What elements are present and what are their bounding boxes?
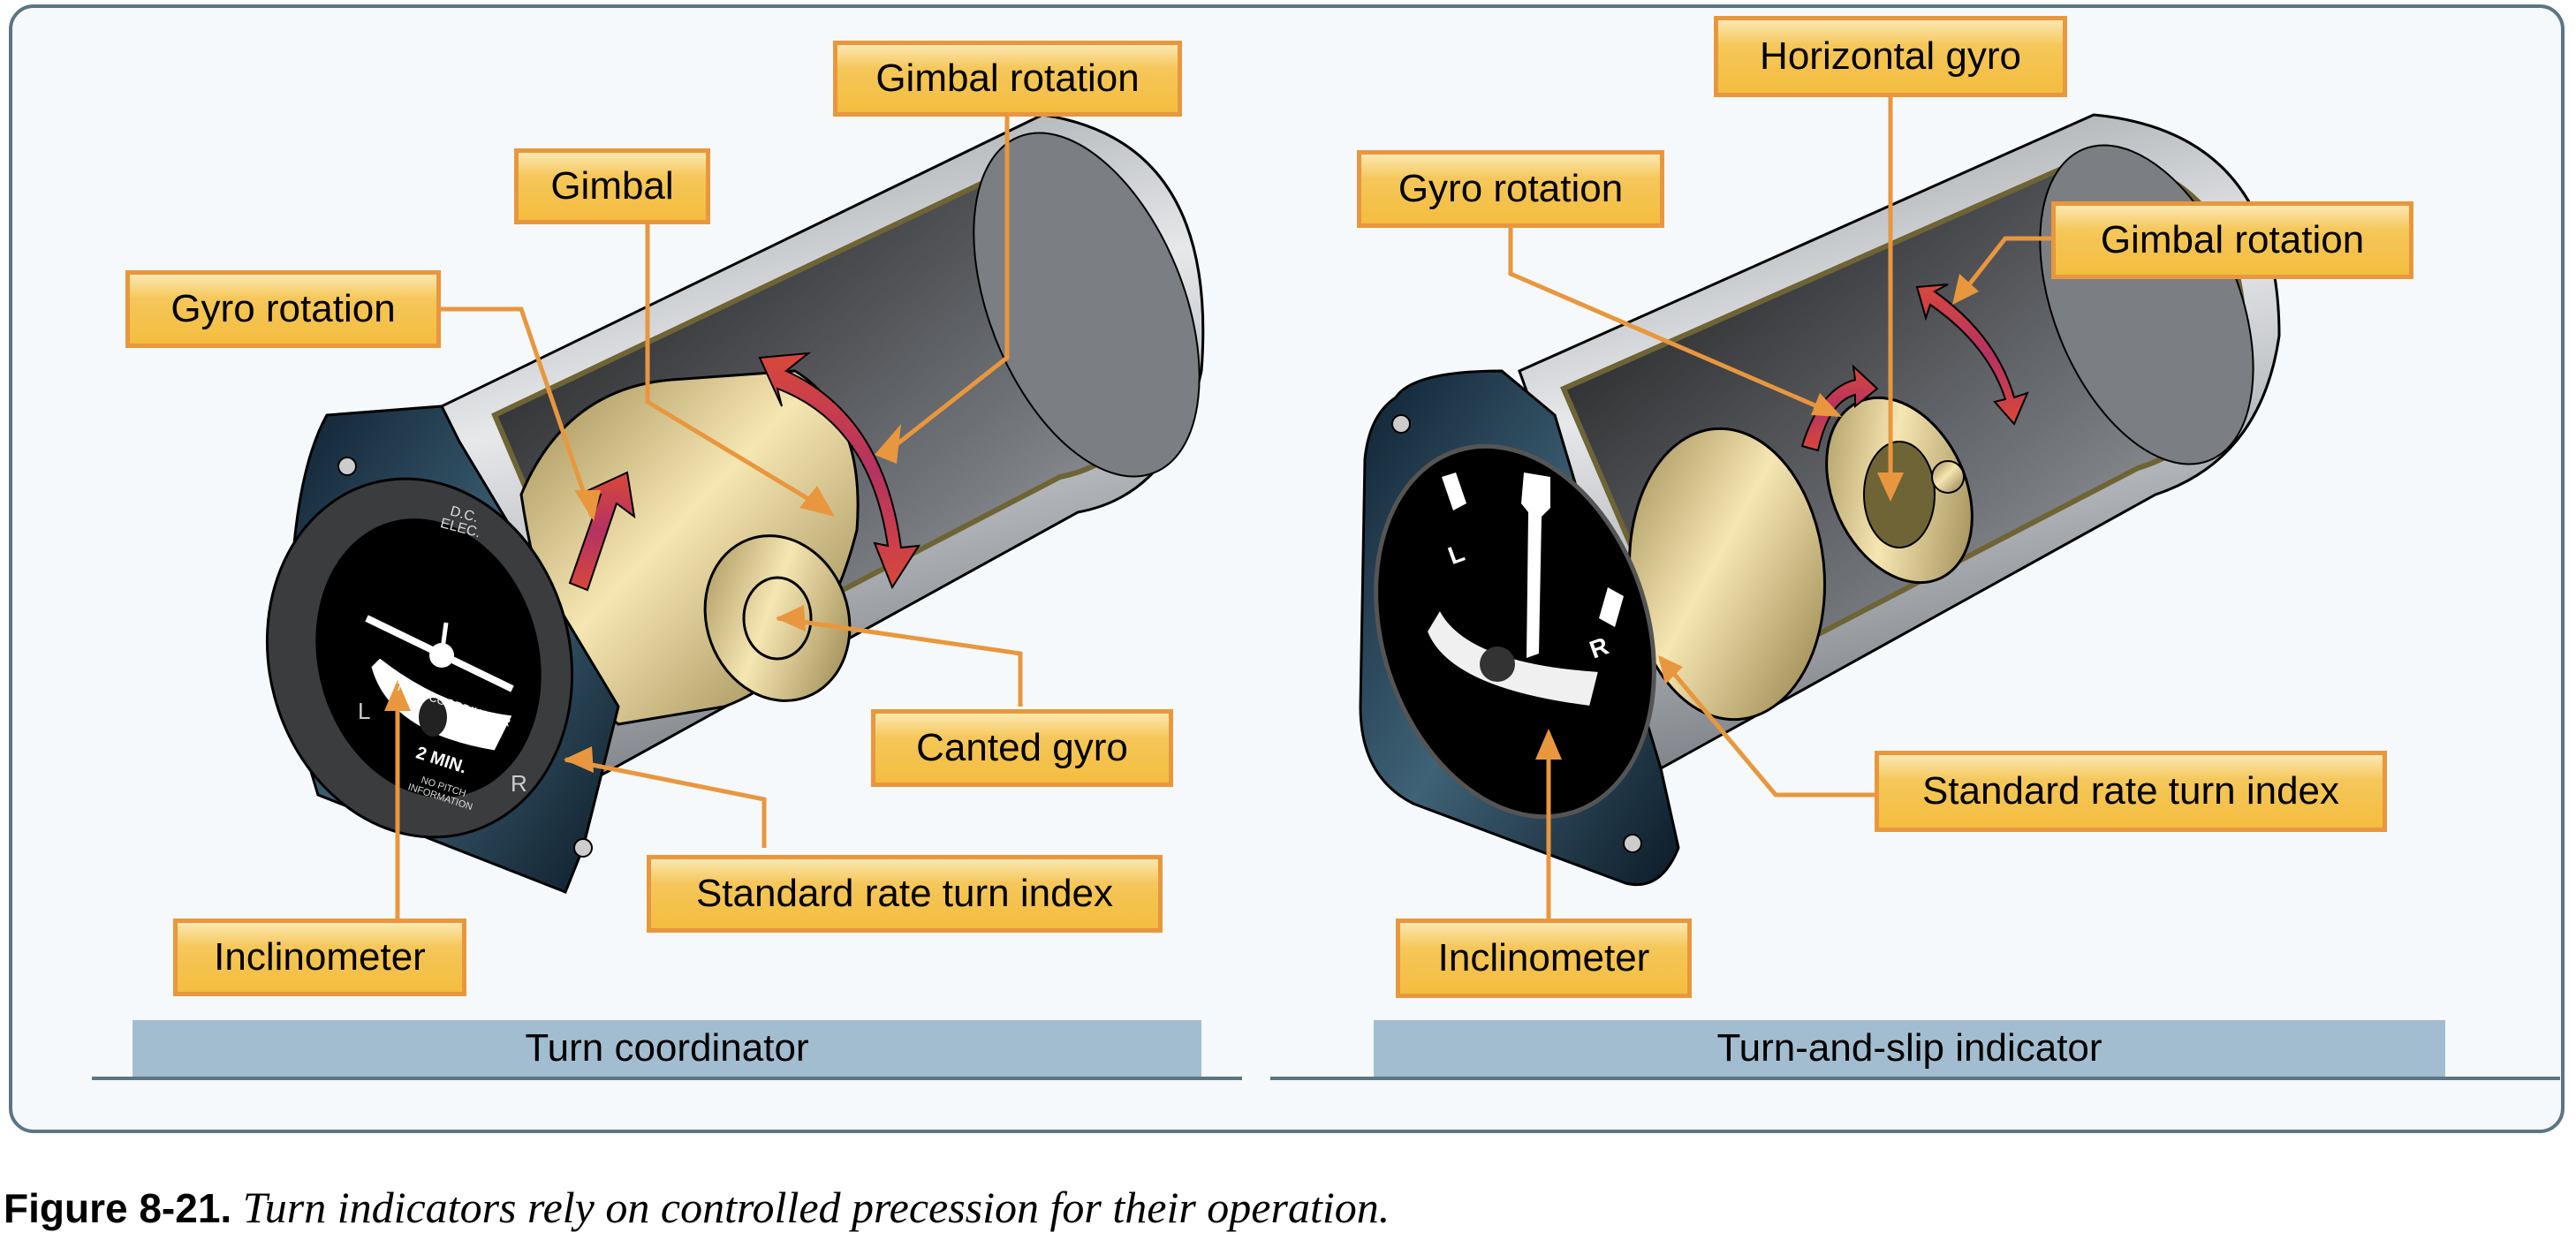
mount-screw-hole <box>1391 414 1411 434</box>
label-inclinometer-left: Inclinometer <box>173 919 466 996</box>
figure-caption: Figure 8-21. Turn indicators rely on con… <box>4 1182 1390 1233</box>
figure-caption-text: Turn indicators rely on controlled prece… <box>231 1183 1390 1232</box>
gimbal-rotation-arrow-right <box>1915 284 2029 426</box>
mount-screw-hole <box>573 838 593 858</box>
leader-gyro-rotation-left <box>439 306 595 518</box>
title-turn-coordinator: Turn coordinator <box>133 1020 1201 1077</box>
horizontal-gyro-hub <box>1863 441 1936 548</box>
leader-gyro-rotation-right <box>1508 225 1838 418</box>
label-standard-rate-turn-index-right: Standard rate turn index <box>1875 751 2387 832</box>
gimbal-pivot <box>1931 460 1965 494</box>
leader-lines <box>395 97 2051 923</box>
figure-number: Figure 8-21. <box>4 1185 232 1231</box>
mount-screw-hole <box>1623 834 1642 853</box>
leader-arrowheads <box>384 274 1979 773</box>
right-dial-face <box>1374 443 1656 820</box>
canted-gyro-hub <box>742 576 813 661</box>
caption-rule-left <box>92 1077 1242 1080</box>
inclinometer-ball <box>419 698 447 737</box>
leader-gimbal-rotation-right <box>1955 236 2051 302</box>
leader-canted-gyro <box>777 616 1023 707</box>
leader-standard-rate-right <box>1659 656 1877 798</box>
title-turn-and-slip-indicator: Turn-and-slip indicator <box>1374 1020 2445 1077</box>
inclinometer-ball-right <box>1480 646 1515 682</box>
leader-gimbal-left <box>645 221 832 515</box>
right-turn-index <box>1599 587 1624 627</box>
label-gimbal-rotation-right: Gimbal rotation <box>2051 201 2413 279</box>
label-gimbal: Gimbal <box>514 148 710 224</box>
turn-needle <box>1521 473 1550 658</box>
label-canted-gyro: Canted gyro <box>871 709 1173 787</box>
label-inclinometer-right: Inclinometer <box>1396 919 1692 998</box>
left-turn-index <box>1442 473 1466 510</box>
left-tube-end <box>973 132 1201 478</box>
caption-rule-right <box>1270 1077 2560 1080</box>
mount-screw-hole <box>337 457 357 476</box>
gimbal-rotation-arrow <box>758 352 921 590</box>
label-gyro-rotation-left: Gyro rotation <box>125 270 441 348</box>
label-gyro-rotation-right: Gyro rotation <box>1357 150 1664 228</box>
turn-coordinator-drawing <box>265 113 1205 894</box>
leader-standard-rate-left <box>564 757 767 848</box>
dial-left-mark: L <box>358 698 371 724</box>
airplane-tail <box>439 622 449 656</box>
dial-right-mark: R <box>511 770 527 797</box>
label-standard-rate-turn-index-left: Standard rate turn index <box>647 855 1163 933</box>
label-horizontal-gyro: Horizontal gyro <box>1714 16 2067 97</box>
label-gimbal-rotation-left: Gimbal rotation <box>833 41 1182 117</box>
leader-gimbal-rotation-left <box>882 115 1010 457</box>
